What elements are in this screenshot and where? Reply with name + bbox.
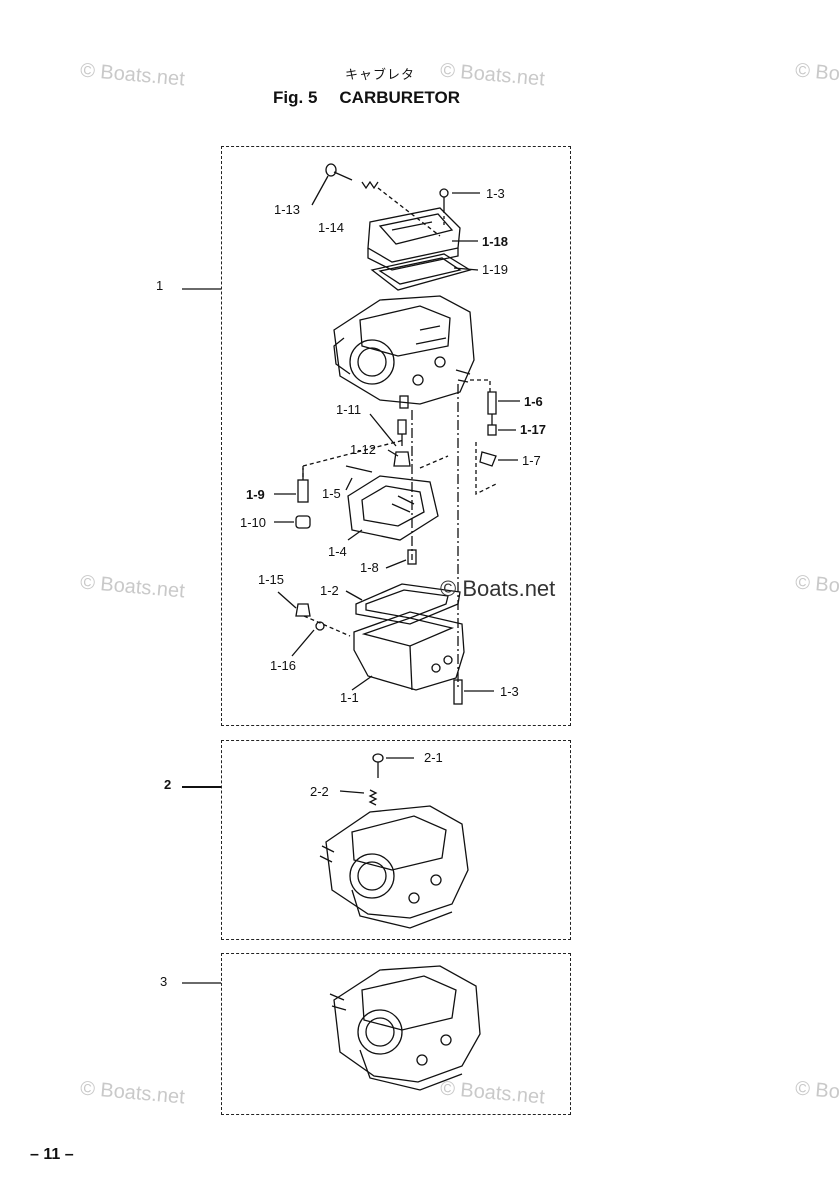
cover-gasket — [370, 253, 472, 291]
screw-1-8 — [407, 549, 417, 565]
clip-1-7 — [479, 451, 497, 467]
callout-1-10: 1-10 — [240, 515, 267, 530]
callout-1-8: 1-8 — [360, 560, 379, 575]
spring-1-14 — [361, 180, 441, 237]
group-box-2 — [221, 740, 571, 940]
callout-1-1: 1-1 — [340, 690, 359, 705]
japanese-title: キャブレタ — [345, 68, 416, 83]
jet-1-12 — [393, 451, 411, 467]
carburetor-body-2 — [319, 805, 469, 929]
float-pin-1-5 — [345, 465, 373, 473]
callout-1-2: 1-2 — [320, 583, 339, 598]
callout-2-1: 2-1 — [424, 750, 443, 765]
callout-1-6: 1-6 — [524, 394, 543, 409]
callout-1-7: 1-7 — [522, 453, 541, 468]
figure-number: Fig. 5 — [273, 88, 318, 107]
page-number: – 11 – — [30, 1146, 74, 1163]
callout-1-9: 1-9 — [246, 487, 265, 502]
drain-screw-1-15 — [295, 603, 311, 617]
float-1-4 — [347, 455, 449, 541]
top-cover — [367, 207, 461, 271]
callout-1-15: 1-15 — [258, 572, 285, 587]
callout-1-11: 1-11 — [336, 402, 362, 417]
group-label-2: 2 — [164, 777, 172, 792]
callout-1-16: 1-16 — [270, 658, 297, 673]
float-bowl-gasket-1-2 — [355, 583, 461, 625]
group-box-3 — [221, 953, 571, 1115]
group-label-3: 3 — [160, 974, 168, 989]
float-bowl-1-1 — [353, 611, 465, 691]
callout-1-17: 1-17 — [520, 422, 547, 437]
carburetor-body-1 — [333, 295, 475, 409]
callout-1-3-bottom: 1-3 — [500, 684, 519, 699]
washer-1-16 — [315, 621, 325, 631]
figure-title: Fig. 5 CARBURETOR — [273, 88, 460, 108]
figure-name: CARBURETOR — [339, 88, 460, 107]
callout-2-2: 2-2 — [310, 784, 329, 799]
callout-1-5: 1-5 — [322, 486, 341, 501]
carburetor-body-3 — [329, 965, 481, 1091]
screw-1-3-bottom — [453, 679, 463, 705]
group-box-1 — [221, 146, 571, 726]
callout-1-4: 1-4 — [328, 544, 347, 559]
callout-1-3-top: 1-3 — [486, 186, 505, 201]
callout-1-12: 1-12 — [350, 442, 377, 457]
callout-1-18: 1-18 — [482, 234, 509, 249]
center-watermark: © Boats.net — [440, 576, 556, 601]
plug-1-10 — [295, 515, 311, 529]
screw-2-1 — [372, 753, 384, 778]
needle-1-6 — [487, 391, 497, 420]
group-label-1: 1 — [156, 278, 164, 293]
callout-1-19: 1-19 — [482, 262, 509, 277]
callout-1-13: 1-13 — [274, 202, 301, 217]
jet-1-11 — [397, 419, 407, 446]
spring-2-2 — [368, 789, 378, 806]
callout-1-14: 1-14 — [318, 220, 345, 235]
screw-1-3-top — [439, 188, 449, 226]
screw-1-17 — [487, 420, 497, 436]
screw-1-13 — [325, 163, 353, 181]
